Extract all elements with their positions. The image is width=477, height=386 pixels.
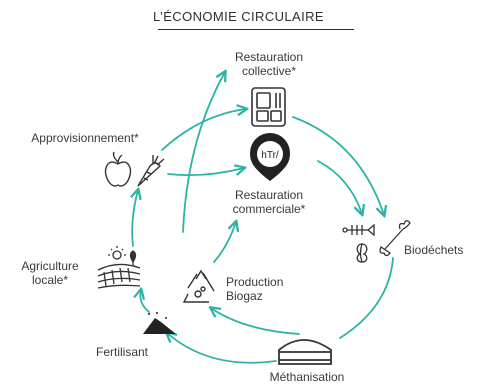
methanizer-dome-icon [278, 339, 332, 365]
arrow-methanisation-to-fertilisant [167, 333, 277, 364]
diagram-title: L’ÉCONOMIE CIRCULAIRE [153, 9, 324, 24]
arrow-resto-collective-to-biodechets [292, 116, 384, 215]
meal-tray-icon [251, 87, 286, 127]
label-restauration-commerciale: Restauration commerciale* [232, 188, 306, 216]
label-agriculture-locale: Agriculture locale* [21, 259, 79, 287]
biowaste-icon [342, 220, 411, 263]
arrow-agriculture-area-to-resto-collective [182, 72, 225, 233]
apple-icon [104, 151, 132, 187]
arrow-production-biogaz-to-resto-commerciale [213, 222, 236, 263]
arrow-approvisionnement-to-resto-commerciale [167, 168, 244, 177]
label-approvisionnement: Approvisionnement* [31, 131, 139, 145]
arrow-biodechets-to-methanisation [339, 257, 394, 339]
fertilizer-pile-icon [143, 312, 176, 334]
carrot-icon [137, 155, 165, 187]
restaurant-sign-text: hTr/ [261, 150, 279, 161]
restaurant-pin-icon [250, 133, 290, 181]
biogas-recycle-icon [182, 269, 215, 303]
arrow-methanisation-to-production-biogaz [211, 308, 300, 335]
farm-fields-icon [97, 246, 141, 289]
arrow-approvisionnement-to-resto-collective [161, 109, 246, 151]
title-underline [158, 29, 354, 30]
arrow-agriculture-to-approvisionnement [132, 190, 138, 247]
label-production-biogaz: Production Biogaz [226, 275, 284, 303]
arrow-resto-commerciale-to-biodechets [317, 160, 362, 214]
label-biodechets: Biodéchets [404, 243, 464, 257]
label-fertilisant: Fertilisant [96, 345, 149, 359]
arrow-fertilisant-to-agriculture [140, 290, 150, 313]
label-methanisation: Méthanisation [269, 370, 345, 384]
label-restauration-collective: Restauration collective* [234, 50, 304, 78]
